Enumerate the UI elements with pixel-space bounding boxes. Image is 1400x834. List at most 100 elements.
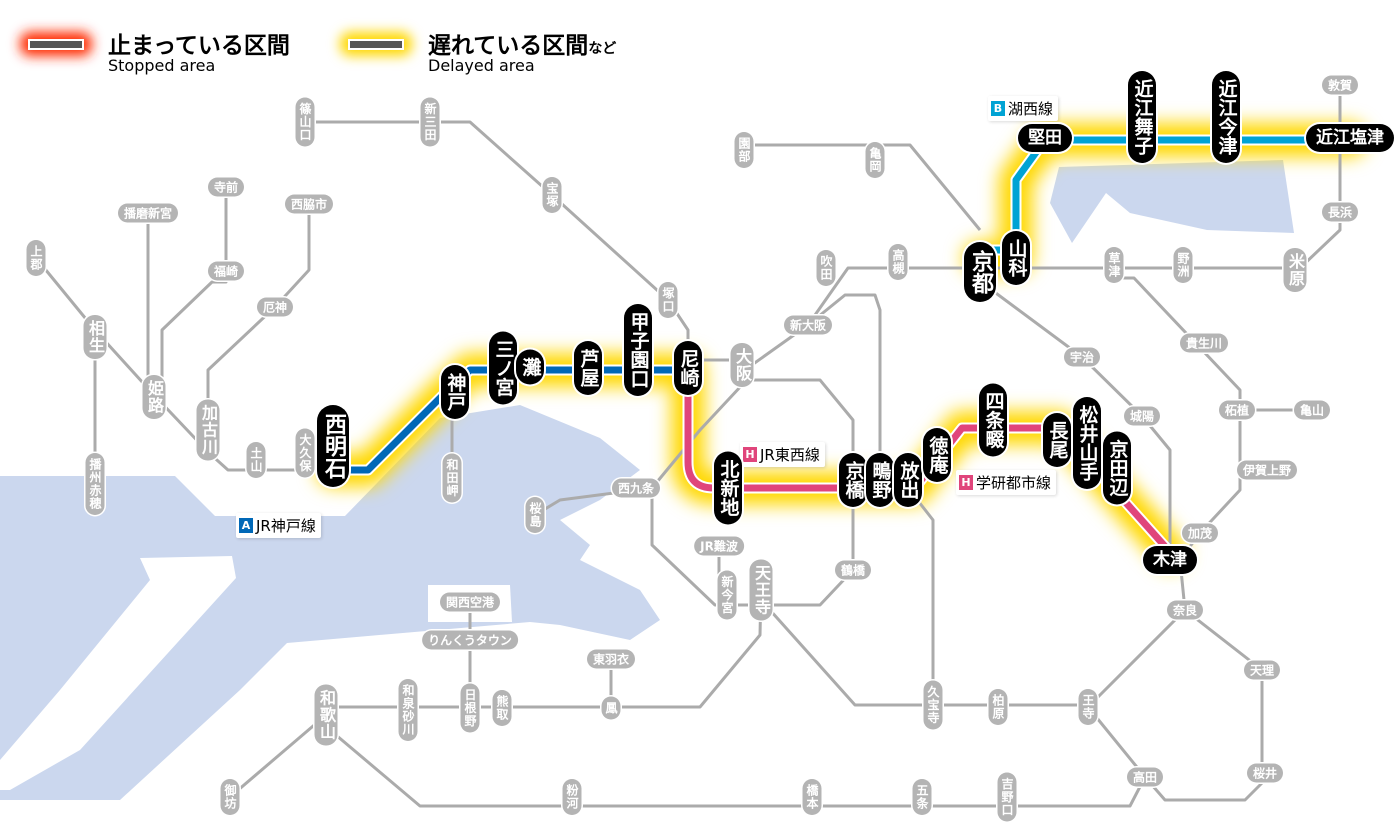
station-delayed[interactable]: 京田辺 (1103, 431, 1131, 505)
station-normal[interactable]: 篠山口 (295, 97, 315, 147)
legend-stopped-english: Stopped area (108, 56, 216, 75)
station-normal[interactable]: 新三田 (420, 97, 440, 147)
line-name: JR神戸線 (256, 517, 316, 535)
station-delayed[interactable]: 堅田 (1018, 124, 1072, 152)
station-normal[interactable]: 姫路 (142, 375, 166, 419)
line-label-gakken-toshi[interactable]: H 学研都市線 (956, 470, 1057, 495)
station-normal[interactable]: 城陽 (1123, 406, 1161, 426)
station-normal[interactable]: 宇治 (1063, 347, 1101, 367)
station-normal[interactable]: 久宝寺 (923, 680, 943, 730)
station-delayed[interactable]: 徳庵 (923, 428, 951, 482)
line-badge-b: B (991, 101, 1005, 116)
station-normal[interactable]: 新今宮 (717, 570, 737, 620)
station-normal[interactable]: 長浜 (1321, 202, 1359, 222)
station-delayed[interactable]: 芦屋 (574, 341, 602, 395)
station-normal[interactable]: 王寺 (1078, 689, 1098, 725)
station-normal[interactable]: 天王寺 (749, 559, 773, 621)
station-normal[interactable]: 和田岬 (442, 453, 462, 503)
legend-delayed-suffix: など (588, 41, 617, 57)
station-normal[interactable]: 御坊 (220, 779, 240, 815)
station-delayed[interactable]: 山科 (1002, 231, 1030, 285)
station-normal[interactable]: 吹田 (816, 250, 836, 286)
station-delayed[interactable]: 甲子園口 (624, 304, 652, 396)
station-normal[interactable]: 桜井 (1246, 763, 1284, 783)
station-normal[interactable]: 播州赤穂 (85, 453, 105, 515)
station-normal[interactable]: 福崎 (207, 261, 245, 281)
station-normal[interactable]: 相生 (83, 315, 107, 359)
station-delayed[interactable]: 近江今津 (1212, 71, 1240, 163)
station-delayed[interactable]: 放出 (894, 453, 922, 507)
station-normal[interactable]: 園部 (734, 132, 754, 168)
station-normal[interactable]: 大阪 (730, 343, 754, 387)
awaji-island (0, 556, 236, 790)
station-normal[interactable]: 東羽衣 (586, 649, 636, 669)
station-delayed[interactable]: 近江塩津 (1306, 124, 1394, 152)
line-name: JR東西線 (760, 446, 820, 464)
line-name: 湖西線 (1008, 100, 1054, 118)
station-normal[interactable]: 和泉砂川 (398, 679, 418, 741)
legend-graphics (20, 32, 412, 56)
station-normal[interactable]: 厄神 (256, 297, 294, 317)
station-normal[interactable]: 柏原 (988, 689, 1008, 725)
station-delayed[interactable]: 鴫野 (866, 453, 894, 507)
station-delayed[interactable]: 灘 (516, 349, 544, 385)
station-normal[interactable]: 土山 (246, 442, 266, 478)
station-normal[interactable]: 宝塚 (542, 177, 562, 213)
station-normal[interactable]: 吉野口 (997, 772, 1017, 822)
station-normal[interactable]: 鳳 (601, 696, 621, 720)
station-normal[interactable]: 貴生川 (1179, 333, 1229, 353)
line-badge-a: A (239, 518, 253, 533)
line-label-jr-kobe[interactable]: A JR神戸線 (236, 513, 321, 538)
station-normal[interactable]: 亀山 (1293, 400, 1331, 420)
station-normal[interactable]: 熊取 (492, 690, 512, 726)
station-delayed[interactable]: 京橋 (839, 453, 867, 507)
station-delayed[interactable]: 長尾 (1043, 413, 1071, 467)
station-delayed[interactable]: 四条畷 (979, 383, 1007, 457)
station-normal[interactable]: 伊賀上野 (1236, 460, 1298, 480)
station-normal[interactable]: 日根野 (460, 683, 480, 733)
station-normal[interactable]: JR難波 (694, 536, 744, 556)
station-delayed[interactable]: 近江舞子 (1128, 71, 1156, 163)
station-normal[interactable]: 新大阪 (783, 315, 833, 335)
station-normal[interactable]: 柘植 (1218, 400, 1256, 420)
station-delayed[interactable]: 西明石 (317, 405, 349, 487)
station-normal[interactable]: 西九条 (611, 478, 661, 498)
station-normal[interactable]: 鶴橋 (834, 560, 872, 580)
station-normal[interactable]: 奈良 (1166, 600, 1204, 620)
station-normal[interactable]: 野洲 (1173, 247, 1193, 283)
station-delayed[interactable]: 三ノ宮 (489, 331, 517, 405)
station-delayed[interactable]: 北新地 (714, 451, 742, 525)
station-normal[interactable]: 大久保 (295, 428, 315, 478)
station-delayed[interactable]: 木津 (1143, 546, 1197, 574)
station-normal[interactable]: 亀岡 (865, 142, 885, 178)
station-normal[interactable]: りんくうタウン (422, 630, 518, 650)
station-normal[interactable]: 敦賀 (1321, 75, 1359, 95)
station-normal[interactable]: 高槻 (888, 244, 908, 280)
line-badge-h: H (959, 475, 973, 490)
station-normal[interactable]: 天理 (1243, 660, 1281, 680)
station-normal[interactable]: 高田 (1126, 767, 1164, 787)
station-normal[interactable]: 加茂 (1181, 523, 1219, 543)
station-normal[interactable]: 桜島 (525, 497, 545, 533)
station-normal[interactable]: 塚口 (658, 282, 678, 318)
station-normal[interactable]: 加古川 (196, 399, 220, 461)
station-normal[interactable]: 寺前 (207, 177, 245, 197)
line-label-jr-tozai[interactable]: H JR東西線 (740, 442, 825, 467)
station-normal[interactable]: 上郡 (26, 240, 46, 276)
station-normal[interactable]: 和歌山 (314, 684, 338, 746)
station-normal[interactable]: 橋本 (802, 779, 822, 815)
osaka-bay-water (0, 405, 660, 800)
station-normal[interactable]: 米原 (1283, 248, 1307, 292)
station-delayed[interactable]: 京都 (964, 242, 996, 302)
station-normal[interactable]: 五条 (912, 779, 932, 815)
station-delayed[interactable]: 神戸 (441, 365, 469, 419)
station-normal[interactable]: 西脇市 (284, 194, 334, 214)
station-normal[interactable]: 関西空港 (439, 592, 501, 612)
line-label-kosei[interactable]: B 湖西線 (988, 96, 1059, 121)
station-normal[interactable]: 粉河 (562, 779, 582, 815)
station-normal[interactable]: 草津 (1104, 247, 1124, 283)
station-delayed[interactable]: 松井山手 (1073, 397, 1101, 489)
station-delayed[interactable]: 尼崎 (674, 341, 702, 395)
station-normal[interactable]: 播磨新宮 (117, 203, 179, 223)
